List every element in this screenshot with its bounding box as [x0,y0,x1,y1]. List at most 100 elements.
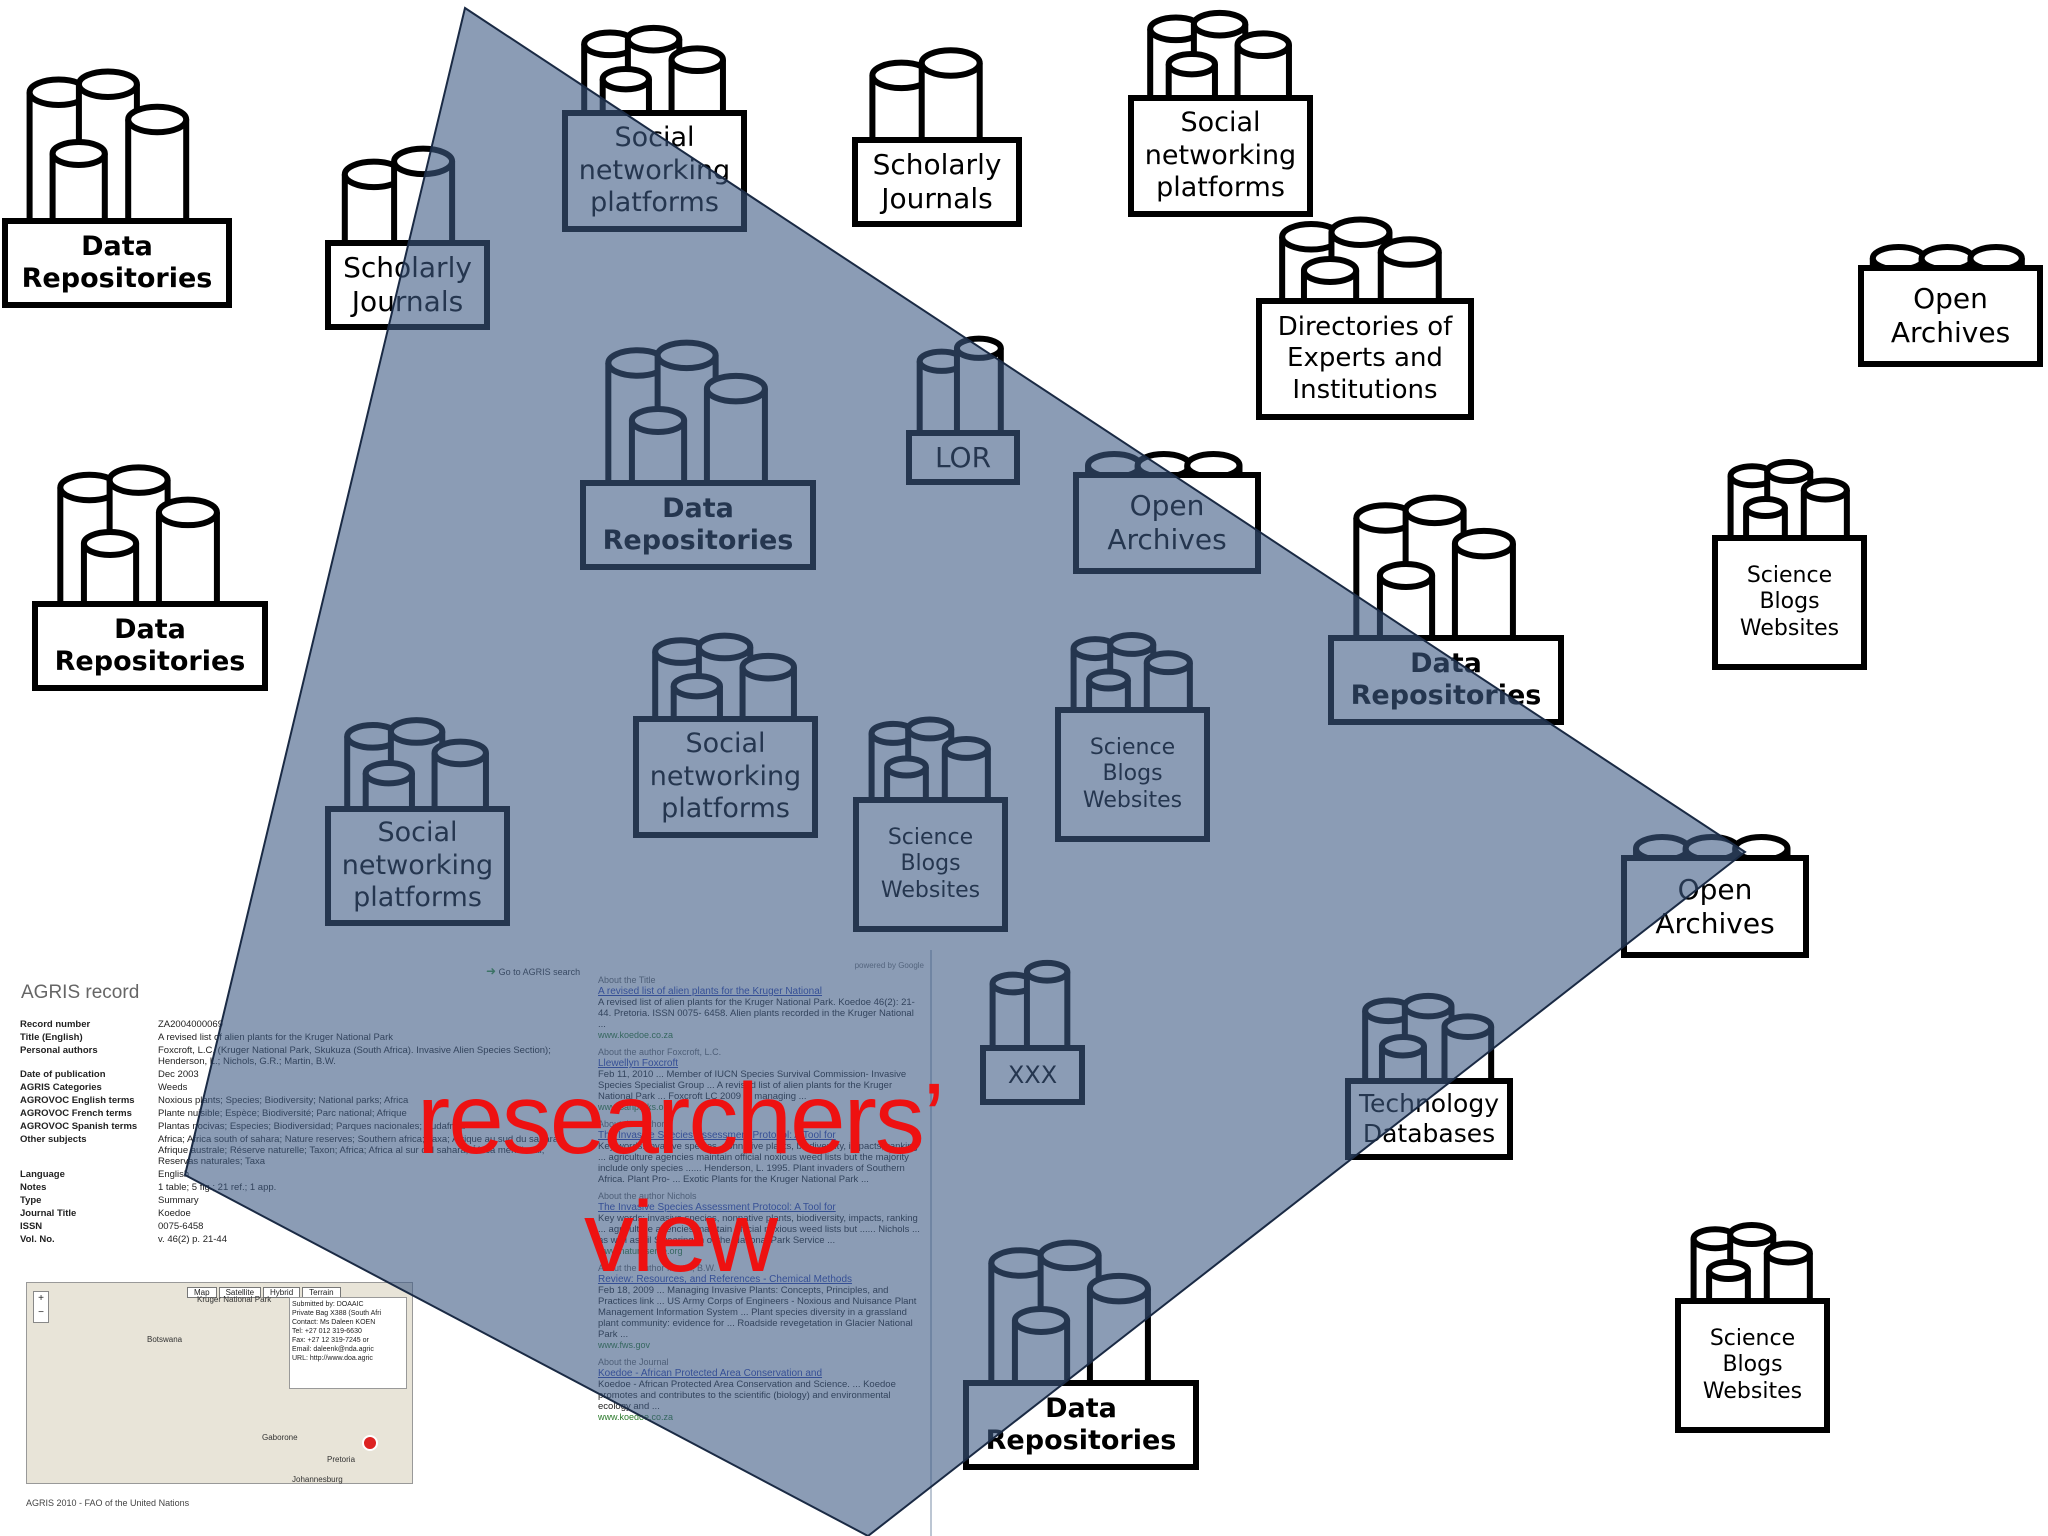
database-cylinders-icon [1727,459,1850,552]
field-value: Summary [158,1195,199,1206]
field-value: Foxcroft, L.C. (Kruger National Park, Sk… [158,1045,551,1067]
agris-record-row: Type Summary [16,1194,591,1207]
node-label-line: Science [1709,1325,1796,1351]
node-label-line: Archives [1890,316,2011,349]
field-label: Title (English) [20,1032,83,1043]
field-label: Other subjects [20,1134,87,1145]
field-value: 0075-6458 [158,1221,204,1232]
field-label: Personal authors [20,1045,98,1056]
database-cylinders-icon [26,68,190,235]
field-value: Africa; Africa south of sahara; Nature r… [158,1134,561,1167]
field-label: Type [20,1195,42,1206]
node-label-line: Repositories [21,263,213,294]
node-label-line: Open [1913,282,1988,316]
node-label-line: Social [614,122,695,154]
agris-record-row: AGROVOC Spanish terms Plantas nocivas; Es… [16,1120,591,1133]
node-label-line: Directories of [1277,312,1453,343]
node-label-line: networking [578,154,731,186]
field-value: Plantas nocivas; Especies; Biodiversidad… [158,1121,465,1132]
node-label-line: Journals [881,182,993,215]
field-label: AGROVOC Spanish terms [20,1121,138,1132]
powered-by-google: powered by Google [854,961,924,970]
map-info-line: Fax: +27 12 319-7245 or [292,1337,369,1344]
arrow-right-icon: ➜ [486,964,497,978]
field-value: Koedoe [158,1208,191,1219]
agris-record-title: AGRIS record [21,982,140,1003]
node-label-line: Data [1045,1392,1117,1424]
field-value: Weeds [158,1082,188,1093]
result-section-header: About the Title [598,975,656,985]
map-info-line: Submitted by: DOAAIC [292,1301,364,1308]
node-label-line: platforms [590,187,719,219]
node-label-line: Science [887,824,974,850]
agris-record-row: Title (English)A revised list of alien p… [16,1031,591,1044]
zoom-controls[interactable]: +− [33,1291,49,1323]
node-label-line: Archives [1107,523,1227,556]
result-title-link[interactable]: Llewellyn Foxcroft [598,1058,679,1069]
database-cylinders-icon [57,464,220,618]
result-title-link[interactable]: A revised list of alien plants for the K… [598,986,823,997]
search-result: About the author Foxcroft, L.C.Llewellyn… [598,1047,924,1113]
node-label-line: Social [685,728,766,760]
field-label: AGRIS Categories [20,1082,102,1093]
node-label-line: Databases [1362,1119,1496,1148]
node-label-line: networking [1144,139,1297,171]
node-label-line: Experts and [1287,343,1443,374]
node-label-line: networking [649,760,802,792]
database-cylinders-icon [868,716,991,814]
agris-record-screenshot: AGRIS record ➜ Go to AGRIS search Record… [0,950,932,1536]
database-cylinders-icon [1362,992,1495,1095]
map-marker-icon[interactable] [362,1435,378,1451]
node-label-line: Open [1129,489,1205,523]
node-label-line: Repositories [54,646,246,677]
node-label-line: LOR [934,440,992,474]
database-cylinders-icon [916,335,1004,447]
result-title-link[interactable]: Review: Resources, and References - Chem… [598,1274,852,1285]
node-lor: LOR [906,330,1020,485]
result-section-header: About the author Martin, B.W. [598,1263,717,1273]
result-snippet: Key words: invasive species, nonnative p… [598,1141,918,1185]
result-title-link[interactable]: The Invasive Species Assessment Protocol… [598,1202,836,1213]
field-value: Noxious plants; Species; Biodiversity; N… [158,1095,409,1106]
node-label-line: Scholarly [343,251,472,285]
result-url: www.koedoe.co.za [598,1030,674,1040]
goto-agris-search-link[interactable]: ➜ Go to AGRIS search [486,964,581,978]
agris-record-panel: AGRIS record ➜ Go to AGRIS search Record… [16,950,591,1536]
node-label-line: Science [1089,734,1176,760]
node-label-line: Repositories [985,1425,1177,1456]
result-title-link[interactable]: Koedoe - African Protected Area Conserva… [598,1368,823,1379]
map-place-label: Gaborone [262,1433,298,1442]
field-label: Date of publication [20,1069,106,1080]
node-label-line: Websites [1082,787,1183,813]
database-cylinders-icon [989,959,1071,1062]
result-title-link[interactable]: The Invasive Species Assessment Protocol… [598,1130,836,1141]
result-section-header: About the author Nichols [598,1191,697,1201]
result-section-header: About the author [598,1119,665,1129]
node-label-line: Data [81,230,153,262]
node-label-line: Journals [351,285,464,318]
map-info-line: Tel: +27 012 319-6630 [292,1328,362,1335]
